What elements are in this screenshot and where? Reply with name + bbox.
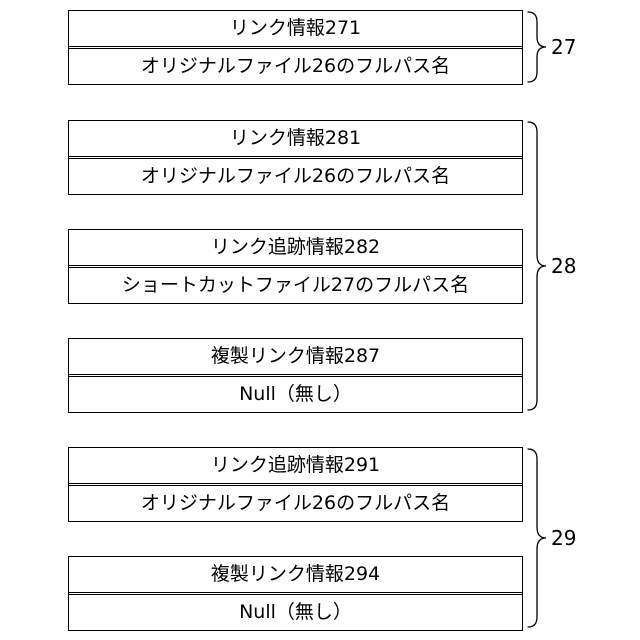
brace-28 <box>528 122 546 410</box>
group-label-29: 29 <box>551 528 576 548</box>
brace-27 <box>528 12 546 82</box>
brace-29 <box>528 449 546 627</box>
group-label-27: 27 <box>551 37 576 57</box>
group-label-28: 28 <box>551 256 576 276</box>
